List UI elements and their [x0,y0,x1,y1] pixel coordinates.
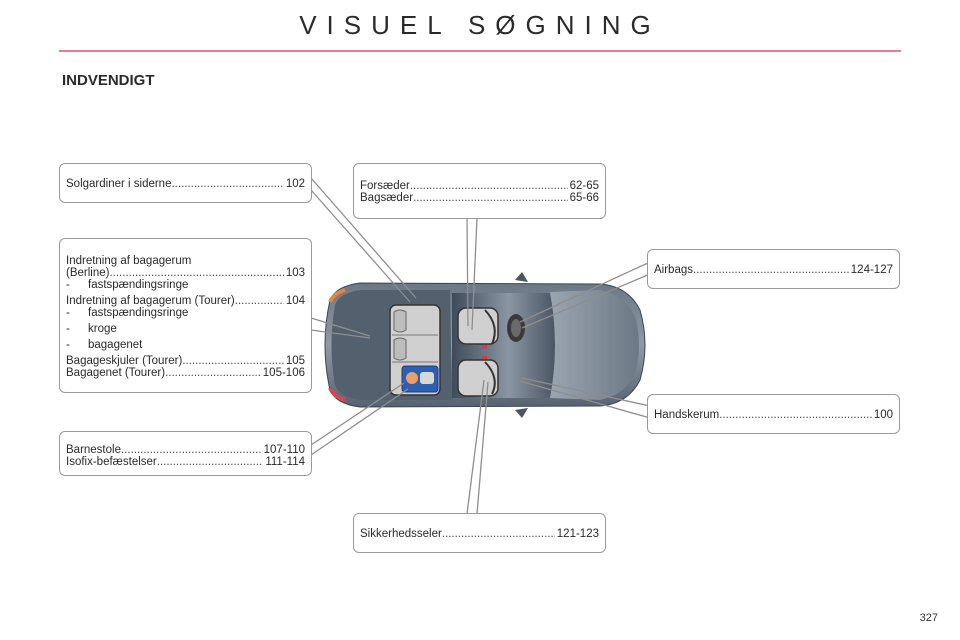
entry-label: (Berline) [66,267,110,279]
leader-dots [410,180,568,192]
entry-label: Airbags [654,264,693,276]
index-entry[interactable]: Bagagenet (Tourer) 105-106 [66,367,305,379]
index-entry[interactable]: Sikkerhedsseler 121-123 [360,528,599,540]
page-ref[interactable]: 100 [873,409,893,421]
page-ref[interactable]: 65-66 [569,192,599,204]
callout-bagagerum: Indretning af bagagerum (Berline) 103 - f… [59,238,312,393]
index-entry[interactable]: Solgardiner i siderne 102 [66,178,305,190]
index-entry[interactable]: Handskerum 100 [654,409,893,421]
title-rule [59,50,901,52]
leader-lines [310,177,651,515]
leader-dots [182,355,283,367]
callout-barnestole: Barnestole 107-110 Isofix-befæstelser 11… [59,431,312,476]
leader-dots [413,192,568,204]
leader-dots [109,267,283,279]
index-entry[interactable]: Bagsæder 65-66 [360,192,599,204]
dash: - [66,279,70,291]
callout-sikkerhedsseler: Sikkerhedsseler 121-123 [353,513,606,553]
entry-label: Sikkerhedsseler [360,528,442,540]
entry-label: Indretning af bagagerum (Tourer) [66,295,235,307]
sub-label: fastspændingsringe [88,307,189,319]
sub-entry: - fastspændingsringe [66,307,305,319]
sub-entry: - fastspændingsringe [66,279,305,291]
dash: - [66,339,70,351]
callout-saeder: Forsæder 62-65 Bagsæder 65-66 [353,163,606,219]
callout-solgardiner: Solgardiner i siderne 102 [59,163,312,203]
page-ref[interactable]: 121-123 [556,528,599,540]
page-ref[interactable]: 104 [285,295,305,307]
leader-dots [442,528,555,540]
entry-label: Barnestole [66,444,121,456]
page-title: VISUEL SØGNING [299,10,661,40]
entry-label: Handskerum [654,409,720,421]
index-entry[interactable]: Bagageskjuler (Tourer) 105 [66,355,305,367]
page-ref[interactable]: 62-65 [569,180,599,192]
entry-label: Bagageskjuler (Tourer) [66,355,183,367]
page-ref[interactable]: 102 [285,178,305,190]
entry-label: Indretning af bagagerum [66,255,192,267]
sub-entry: - bagagenet [66,339,305,351]
sub-label: fastspændingsringe [88,279,189,291]
index-entry[interactable]: Forsæder 62-65 [360,180,599,192]
leader-dots [121,444,262,456]
sub-entry: - kroge [66,323,305,335]
index-entry[interactable]: Airbags 124-127 [654,264,893,276]
page-ref[interactable]: 107-110 [263,444,305,456]
page-ref[interactable]: 103 [285,267,305,279]
page-ref[interactable]: 124-127 [850,264,893,276]
entry-label: Isofix-befæstelser [66,456,157,468]
sub-label: kroge [88,323,117,335]
entry-label: Bagagenet (Tourer) [66,367,166,379]
dash: - [66,323,70,335]
entry-label: Solgardiner i siderne [66,178,172,190]
section-heading: INDVENDIGT [62,72,155,89]
index-entry[interactable]: Barnestole 107-110 [66,444,305,456]
callout-handskerum: Handskerum 100 [647,394,900,434]
page-number: 327 [919,612,938,624]
entry-label: Forsæder [360,180,410,192]
leader-dots [693,264,849,276]
leader-dots [235,295,284,307]
leader-dots [719,409,872,421]
page-ref[interactable]: 105-106 [262,367,305,379]
leader-dots [157,456,264,468]
dash: - [66,307,70,319]
page-ref[interactable]: 105 [285,355,305,367]
leader-dots [171,178,283,190]
entry-label: Bagsæder [360,192,414,204]
index-entry[interactable]: (Berline) 103 [66,267,305,279]
leader-dots [165,367,261,379]
child-seat [401,365,439,393]
callout-airbags: Airbags 124-127 [647,249,900,289]
page-ref[interactable]: 111-114 [265,456,305,468]
index-entry[interactable]: Indretning af bagagerum (Tourer) 104 [66,295,305,307]
sub-label: bagagenet [88,339,143,351]
steering-wheel [507,314,525,342]
index-entry[interactable]: Isofix-befæstelser 111-114 [66,456,305,468]
